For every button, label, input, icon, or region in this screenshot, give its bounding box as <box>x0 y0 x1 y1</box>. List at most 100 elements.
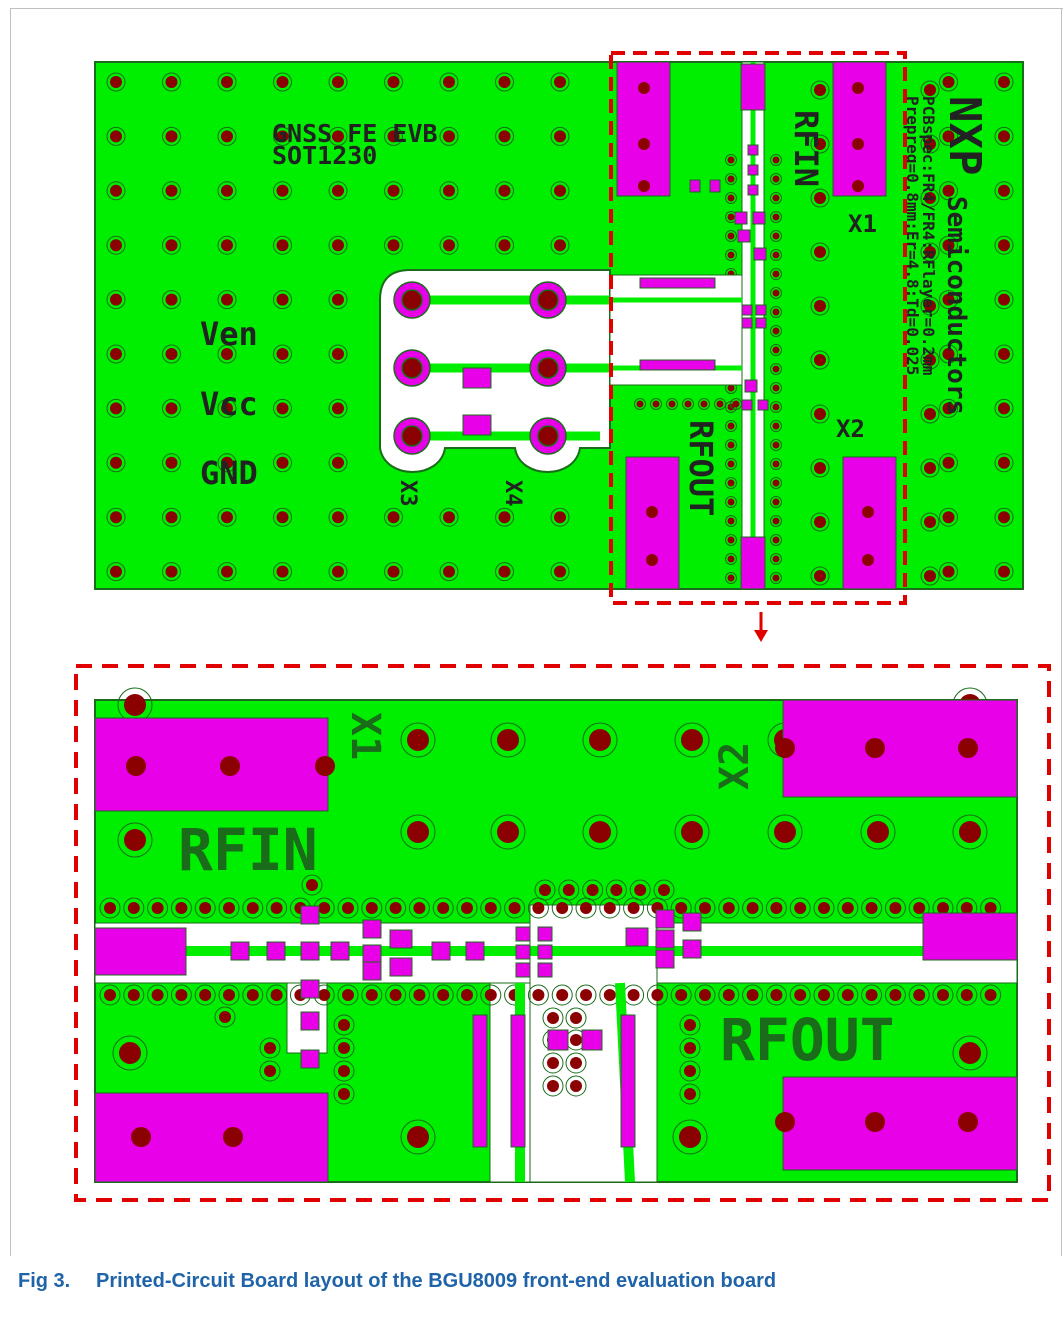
via <box>684 1088 696 1100</box>
via <box>498 130 511 143</box>
via-ring <box>495 72 514 92</box>
via-ring <box>908 897 930 919</box>
via-ring <box>162 562 181 582</box>
via-ring <box>361 984 383 1006</box>
via <box>443 76 455 88</box>
via-ring <box>765 897 787 919</box>
via-ring <box>527 984 549 1006</box>
via <box>960 989 973 1001</box>
via-ring <box>920 134 940 154</box>
pcb-spec-line1: PCBspec:FR4/FR4:RFlayer=0.2mm <box>919 96 938 376</box>
via-ring <box>384 181 403 201</box>
via <box>586 884 599 896</box>
via <box>387 130 400 143</box>
via <box>221 565 233 578</box>
via <box>580 989 592 1001</box>
via <box>814 408 826 420</box>
via-ring <box>106 507 126 527</box>
via-ring <box>162 72 181 92</box>
via-ring <box>770 496 782 508</box>
via-ring <box>217 398 237 418</box>
via <box>924 246 936 258</box>
header-pins <box>393 281 567 455</box>
via <box>889 902 902 914</box>
via-ring <box>565 1007 587 1029</box>
via-ring <box>813 984 835 1006</box>
via <box>110 511 122 524</box>
via <box>727 574 735 582</box>
via <box>924 138 936 150</box>
via-ring <box>301 874 323 896</box>
via-ring <box>810 566 830 586</box>
via-ring <box>490 814 526 850</box>
via-ring <box>952 1035 988 1071</box>
via <box>814 138 826 150</box>
via-ring <box>810 134 830 154</box>
via <box>547 1012 559 1024</box>
via-ring <box>770 230 782 242</box>
via-ring <box>337 984 359 1006</box>
via-ring <box>725 230 737 242</box>
via <box>223 989 235 1001</box>
via <box>554 511 566 524</box>
via-ring <box>273 126 292 146</box>
via-ring <box>920 188 940 208</box>
via-ring <box>725 572 737 584</box>
via <box>942 184 955 197</box>
via <box>554 184 566 197</box>
via <box>443 184 455 197</box>
via-ring <box>884 897 906 919</box>
via <box>998 565 1010 578</box>
via-ring <box>666 398 678 410</box>
via <box>727 460 735 468</box>
via-ring <box>328 398 348 418</box>
via-ring <box>328 453 348 473</box>
via <box>318 902 331 914</box>
via <box>727 498 735 506</box>
via-ring <box>920 512 940 532</box>
via-ring <box>273 398 292 418</box>
via <box>959 821 981 843</box>
via <box>556 989 569 1001</box>
via <box>110 293 122 306</box>
via <box>772 308 780 316</box>
via-ring <box>170 984 192 1006</box>
via <box>570 1080 582 1092</box>
via-ring <box>725 420 737 432</box>
label-x3: X3 <box>395 480 420 507</box>
via-ring <box>400 722 436 758</box>
via-ring <box>994 507 1014 527</box>
via <box>221 456 233 469</box>
page-border-right <box>1061 8 1062 1256</box>
via <box>219 1011 231 1023</box>
via <box>338 1019 350 1031</box>
via <box>772 251 780 259</box>
via <box>668 400 676 408</box>
via-ring <box>994 72 1014 92</box>
zoom-components <box>230 905 702 1148</box>
via-ring <box>956 984 978 1006</box>
via <box>772 327 780 335</box>
via <box>814 246 826 258</box>
via-ring <box>725 496 737 508</box>
via-ring <box>495 562 514 582</box>
via-ring <box>920 350 940 370</box>
via-ring <box>582 879 604 901</box>
via <box>684 1042 696 1054</box>
via-ring <box>994 344 1014 364</box>
via <box>681 729 703 751</box>
via <box>772 555 780 563</box>
zoom-label-x1: X1 <box>342 712 388 760</box>
via-ring <box>770 287 782 299</box>
via-ring <box>770 477 782 489</box>
via-ring <box>770 154 782 166</box>
via <box>700 400 708 408</box>
label-vcc: Vcc <box>200 385 258 423</box>
via <box>774 821 796 843</box>
via <box>589 821 611 843</box>
via-ring <box>634 398 646 410</box>
via <box>814 300 826 312</box>
via-ring <box>106 290 126 310</box>
via <box>603 989 616 1001</box>
via-ring <box>884 984 906 1006</box>
